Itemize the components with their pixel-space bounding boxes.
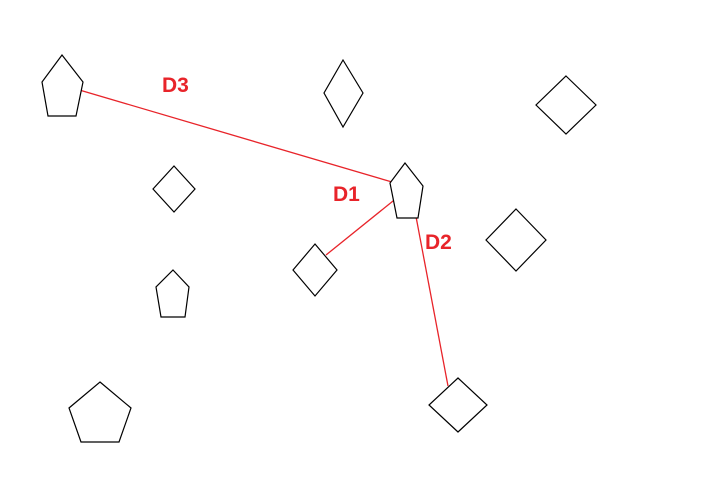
pentagon-bottom-left [68, 381, 132, 443]
label-d3: D3 [162, 74, 189, 97]
pentagon-left-middle [155, 269, 190, 318]
pentagon-center [389, 162, 424, 219]
diamond-left-small [152, 165, 196, 213]
diamond-top-right [535, 75, 597, 135]
diamond-center-lower [292, 243, 338, 297]
diamond-top-center [323, 58, 364, 129]
diamond-right-middle [485, 208, 547, 272]
pentagon-top-left [41, 54, 84, 117]
distance-line-d3 [75, 88, 393, 183]
distance-line-d1 [325, 196, 399, 256]
label-d1: D1 [333, 183, 360, 206]
distance-line-d2 [413, 205, 449, 387]
diamond-bottom-center [428, 377, 488, 433]
label-d2: D2 [425, 231, 452, 254]
